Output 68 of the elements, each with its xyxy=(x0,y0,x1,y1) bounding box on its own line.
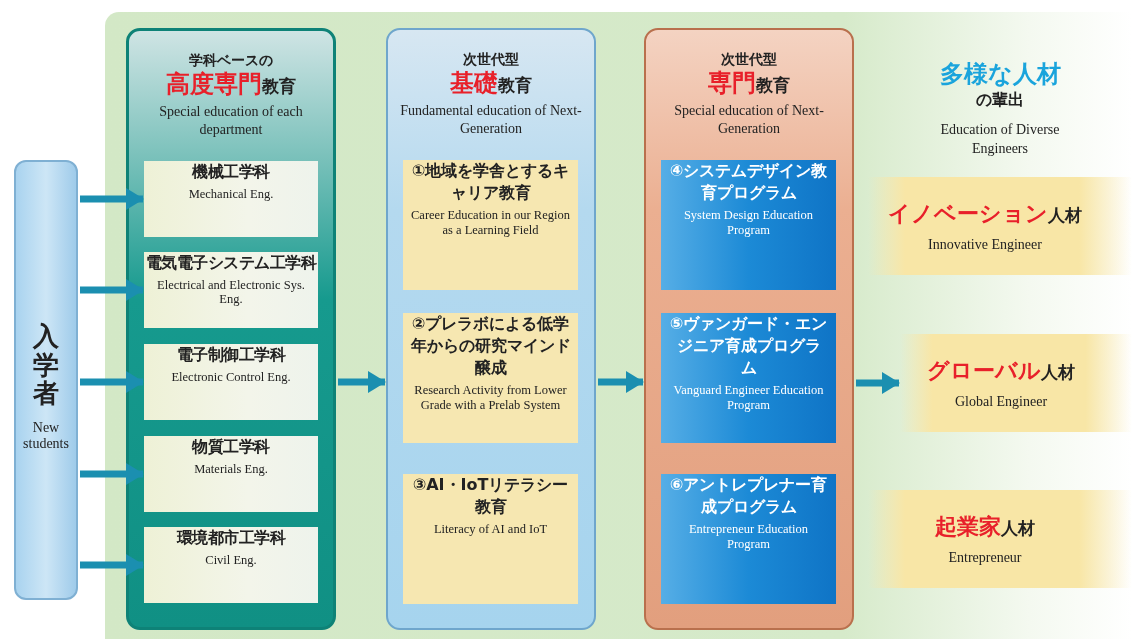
card-title: 機械工学科 xyxy=(191,161,271,183)
column-heading: 専門教育 xyxy=(707,68,791,99)
department-card xyxy=(144,436,318,512)
arrow xyxy=(856,372,900,394)
card-caption: Electrical and Electronic Sys. Eng. xyxy=(156,278,306,306)
column-panel xyxy=(126,28,336,630)
card-caption: Vanguard Engineer Education Program xyxy=(672,383,825,413)
department-card xyxy=(144,161,318,237)
card-title: ⑥アントレプレナー育成プログラム xyxy=(669,474,828,518)
column-subheading: 学科ベースの xyxy=(188,51,274,69)
column-panel xyxy=(644,28,854,630)
department-card xyxy=(144,344,318,420)
card-caption: System Design Education Program xyxy=(682,208,815,238)
card-title: 物質工学科 xyxy=(191,436,271,458)
result-band xyxy=(900,334,1132,432)
card-title: 電子制御工学科 xyxy=(175,344,287,366)
card-title: ①地域を学舎とするキャリア教育 xyxy=(410,160,571,204)
entrant-box xyxy=(14,160,78,600)
card-caption: Civil Eng. xyxy=(204,553,258,567)
result-band xyxy=(868,490,1132,588)
card-caption: Innovative Engineer xyxy=(928,237,1042,253)
box-caption: New students xyxy=(22,419,70,452)
card-title: イノベーション人材 xyxy=(888,200,1082,228)
card-caption: Research Activity from Lower Grade with a Prelab System xyxy=(413,383,568,413)
card-caption: Career Education in our Region as a Learning Field xyxy=(410,208,571,238)
card-title: 起業家人材 xyxy=(935,513,1035,541)
card-caption: Materials Eng. xyxy=(193,462,269,476)
column-subheading: 次世代型 xyxy=(720,50,778,68)
arrow xyxy=(80,279,144,301)
column-caption: Special education of Next-Generation xyxy=(673,102,825,138)
card-caption: Mechanical Eng. xyxy=(187,187,275,201)
department-card xyxy=(144,527,318,603)
card-title: ④システムデザイン教育プログラム xyxy=(669,160,828,204)
card-title: ⑤ヴァンガード・エンジニア育成プログラム xyxy=(669,313,828,379)
box-title: 入学者 xyxy=(33,322,59,408)
column-caption: Fundamental education of Next-Generation xyxy=(399,102,583,138)
card-caption: Electronic Control Eng. xyxy=(170,370,292,384)
card-title: グローバル人材 xyxy=(927,357,1075,385)
caption: Education of Diverse Engineers xyxy=(939,121,1061,158)
column-panel xyxy=(386,28,596,630)
column-caption: Special education of each department xyxy=(158,103,304,139)
card-title: ③AI・IoTリテラシー教育 xyxy=(411,474,570,518)
card-caption: Literacy of AI and IoT xyxy=(432,522,549,537)
card-title: 電気電子システム工学科 xyxy=(144,252,318,274)
arrow xyxy=(598,371,644,393)
arrow xyxy=(80,554,144,576)
arrow xyxy=(80,371,144,393)
card-caption: Entrepreneur xyxy=(948,550,1022,566)
column-subheading: 次世代型 xyxy=(462,50,520,68)
column-heading: 基礎教育 xyxy=(449,68,533,99)
program-card xyxy=(661,313,836,443)
heading: 多様な人材 xyxy=(939,59,1061,90)
program-card xyxy=(403,474,578,604)
program-card xyxy=(661,474,836,604)
card-caption: Entrepreneur Education Program xyxy=(687,522,809,552)
column-heading: 高度専門教育 xyxy=(165,69,297,100)
card-title: 環境都市工学科 xyxy=(175,527,287,549)
arrow xyxy=(80,188,144,210)
arrow xyxy=(338,371,386,393)
arrow xyxy=(80,463,144,485)
program-card xyxy=(403,160,578,290)
department-card xyxy=(144,252,318,328)
card-title: ②プレラボによる低学年からの研究マインド醸成 xyxy=(409,313,572,379)
program-card xyxy=(661,160,836,290)
card-caption: Global Engineer xyxy=(954,394,1048,410)
program-card xyxy=(403,313,578,443)
subheading: の輩出 xyxy=(976,90,1024,111)
result-band xyxy=(868,177,1132,275)
